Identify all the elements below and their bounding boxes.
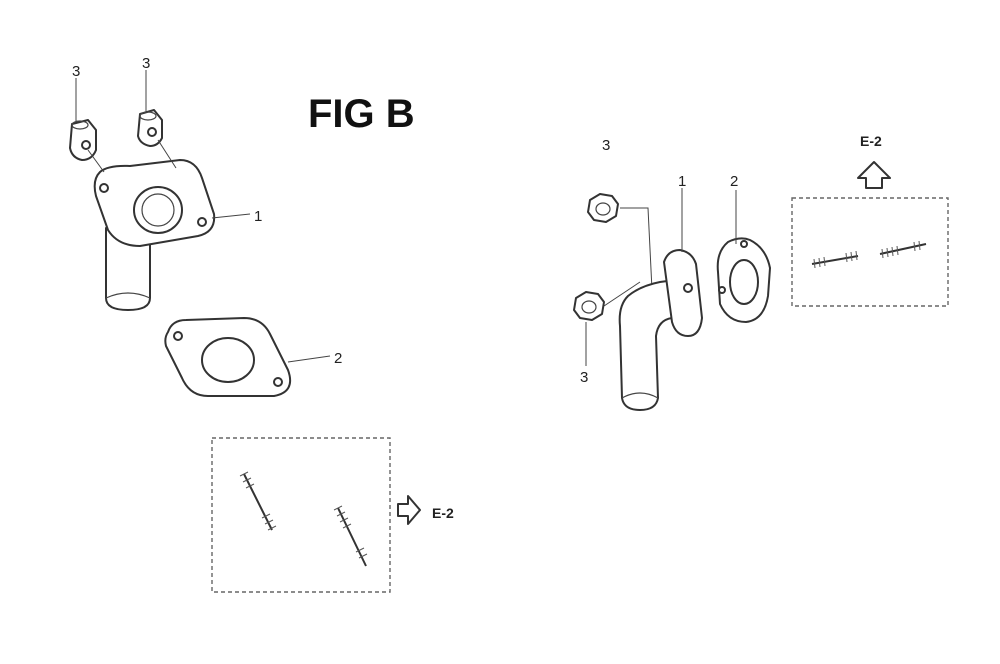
left-callout-bolt-b: 3 bbox=[142, 55, 150, 72]
left-bolt-b bbox=[137, 109, 163, 147]
left-studs-reference: E-2 bbox=[432, 505, 454, 521]
left-assembly: 3 3 1 2 bbox=[69, 55, 454, 593]
right-stud-b bbox=[879, 240, 927, 259]
right-elbow-pipe bbox=[618, 249, 703, 411]
right-callout-gasket: 2 bbox=[730, 173, 738, 190]
right-stud-a bbox=[811, 250, 859, 269]
left-bolt-a bbox=[69, 119, 97, 161]
left-stud-a bbox=[239, 471, 277, 531]
left-stud-b bbox=[333, 505, 368, 567]
right-bolt-top bbox=[587, 193, 619, 223]
left-callout-gasket: 2 bbox=[334, 350, 342, 367]
right-bolt-bottom bbox=[573, 291, 605, 321]
right-assembly: 3 3 1 2 E-2 bbox=[573, 133, 949, 411]
left-gasket bbox=[164, 317, 292, 397]
left-callout-bolt-a: 3 bbox=[72, 63, 80, 80]
right-studs-box bbox=[791, 197, 949, 307]
right-callout-bolt-top: 3 bbox=[602, 137, 610, 154]
left-arrow-right-icon bbox=[397, 495, 421, 525]
right-callout-bolt-bottom: 3 bbox=[580, 369, 588, 386]
left-elbow-pipe bbox=[93, 159, 216, 311]
left-callout-elbow-pipe: 1 bbox=[254, 208, 262, 225]
right-arrow-up-icon bbox=[857, 161, 891, 189]
right-studs-reference: E-2 bbox=[860, 133, 882, 149]
left-studs-box bbox=[211, 437, 391, 593]
figure-title: FIG B bbox=[308, 92, 415, 136]
right-callout-elbow-pipe: 1 bbox=[678, 173, 686, 190]
right-gasket bbox=[716, 237, 771, 323]
